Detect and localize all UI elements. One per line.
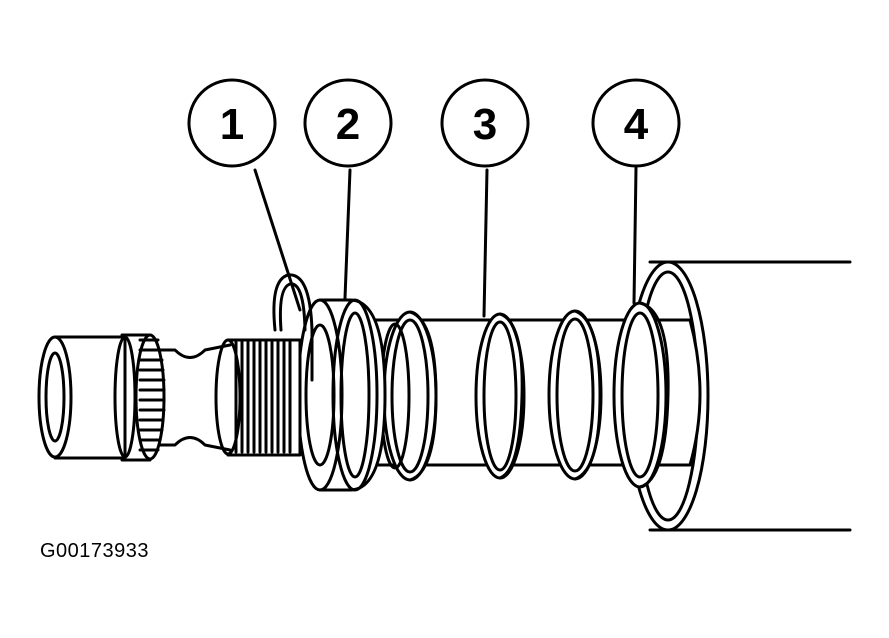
callout-2-circle	[303, 78, 393, 168]
callout-1-circle	[187, 78, 277, 168]
callout-4-label: 4	[624, 100, 649, 149]
callout-1-label: 1	[220, 100, 244, 149]
spline-section	[214, 338, 302, 457]
toothed-collar	[120, 333, 166, 462]
leader-lines	[253, 166, 638, 318]
seal-ring-right	[547, 309, 603, 481]
shaft-neck	[148, 343, 232, 452]
ring-4	[612, 301, 670, 489]
callout-3-circle	[440, 78, 530, 168]
shaft-end	[37, 335, 137, 460]
callout-2-label: 2	[336, 100, 360, 149]
ring-2	[296, 298, 387, 492]
ring-3	[474, 312, 526, 480]
callout-3-label: 3	[473, 100, 497, 149]
figure-id: G00173933	[40, 540, 150, 562]
callout-4-circle	[591, 78, 681, 168]
